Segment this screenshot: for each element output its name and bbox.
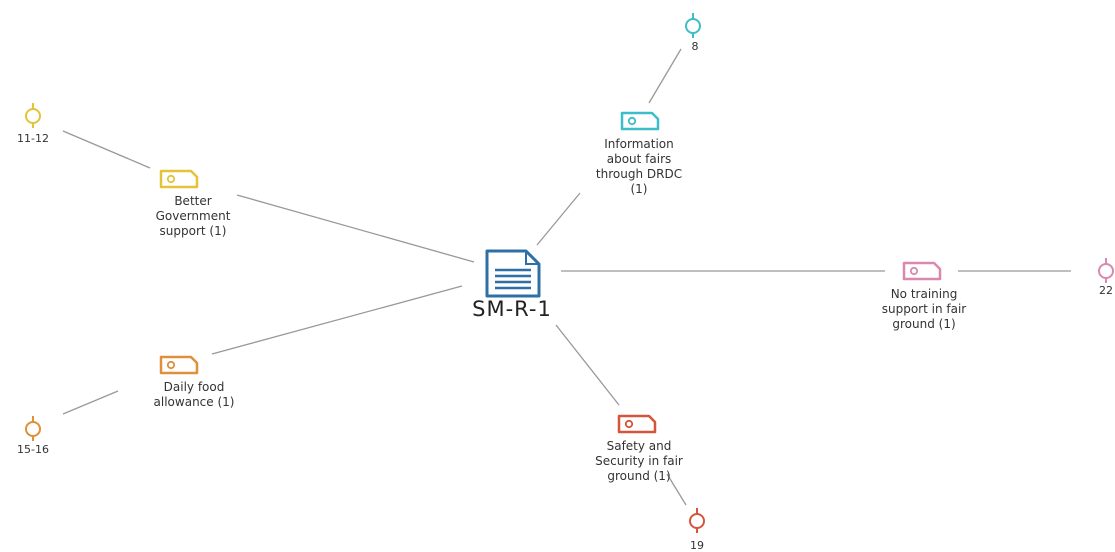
code-icon-no-training-support[interactable] — [902, 261, 942, 281]
segment-pin-icon-information-about-fairs[interactable] — [685, 13, 701, 38]
code-label-line: Security in fair — [595, 454, 683, 468]
segment-label-safety-and-security: 19 — [690, 539, 704, 552]
code-icon-safety-and-security[interactable] — [617, 414, 657, 434]
segment-pin-icon-daily-food-allowance[interactable] — [25, 416, 41, 441]
code-label-line: No training — [890, 287, 958, 301]
segment-pin-icon-better-government-support[interactable] — [25, 103, 41, 128]
edge-safety-and-security-1 — [555, 324, 620, 406]
code-label-line: Better — [174, 194, 212, 208]
icons — [25, 13, 1114, 533]
edge-better-government-support-1 — [236, 194, 475, 263]
code-label-line: allowance (1) — [153, 395, 235, 409]
segment-label-better-government-support: 11-12 — [17, 132, 49, 145]
edge-safety-and-security-2 — [666, 473, 687, 506]
edge-information-about-fairs-1 — [536, 192, 581, 246]
edges — [62, 48, 1071, 506]
code-label-line: ground (1) — [607, 469, 671, 483]
code-label-line: support (1) — [159, 224, 227, 238]
edge-daily-food-allowance-2 — [62, 390, 119, 415]
code-icon-better-government-support[interactable] — [159, 169, 199, 189]
document-icon[interactable] — [485, 249, 541, 298]
edge-daily-food-allowance-1 — [211, 285, 463, 355]
segment-pin-icon-safety-and-security[interactable] — [689, 508, 705, 533]
code-label-line: ground (1) — [892, 317, 956, 331]
code-label-line: (1) — [630, 182, 648, 196]
document-name: SM-R-1 — [472, 297, 552, 321]
segment-label-daily-food-allowance: 15-16 — [17, 443, 49, 456]
segment-pin-icon-no-training-support[interactable] — [1098, 258, 1114, 283]
code-icon-daily-food-allowance[interactable] — [159, 355, 199, 375]
edge-information-about-fairs-2 — [648, 48, 682, 104]
code-label-line: Safety and — [606, 439, 672, 453]
code-label-line: through DRDC — [595, 167, 683, 181]
code-label-line: Information — [604, 137, 674, 151]
edge-better-government-support-2 — [62, 130, 151, 169]
segment-label-information-about-fairs: 8 — [691, 40, 699, 53]
segment-label-no-training-support: 22 — [1099, 284, 1113, 297]
code-label-line: Government — [155, 209, 231, 223]
code-icon-information-about-fairs[interactable] — [620, 111, 660, 131]
code-label-line: Daily food — [163, 380, 225, 394]
code-label-line: support in fair — [881, 302, 967, 316]
code-label-line: about fairs — [606, 152, 672, 166]
